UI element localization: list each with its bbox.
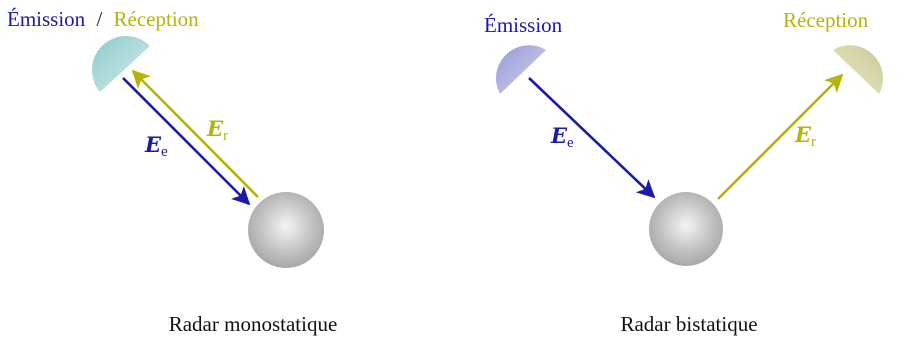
bi-emitter-dish-icon <box>496 45 546 94</box>
bistatic-panel: Émission Réception Ee Er Radar bistatiqu… <box>484 8 883 336</box>
mono-emission-label: Émission <box>7 7 86 31</box>
mono-emitted-arrow <box>122 77 251 206</box>
bi-emission-label: Émission <box>484 13 563 37</box>
mono-label-separator: / <box>96 7 102 31</box>
bi-received-vector-label: Er <box>794 122 816 150</box>
mono-received-vector-label: Er <box>206 116 228 144</box>
mono-emitted-vector-label: Ee <box>144 132 168 160</box>
mono-received-arrow <box>131 69 259 198</box>
mono-reception-label: Réception <box>114 7 200 31</box>
monostatic-panel: Émission / Réception Ee Er Radar monosta… <box>7 7 337 336</box>
bi-emitted-arrow <box>528 77 656 199</box>
bi-receiver-dish-icon <box>833 45 883 94</box>
mono-target-sphere <box>248 192 324 268</box>
bi-received-arrow <box>717 73 844 200</box>
svg-text:Émission / Récepti: Émission / Réception <box>7 7 199 31</box>
bi-reception-label: Réception <box>783 8 869 32</box>
bi-target-sphere <box>649 192 723 266</box>
mono-caption: Radar monostatique <box>169 312 338 336</box>
mono-antenna-dish-icon <box>91 36 150 92</box>
bi-emitted-vector-label: Ee <box>550 123 574 151</box>
bi-caption: Radar bistatique <box>620 312 757 336</box>
